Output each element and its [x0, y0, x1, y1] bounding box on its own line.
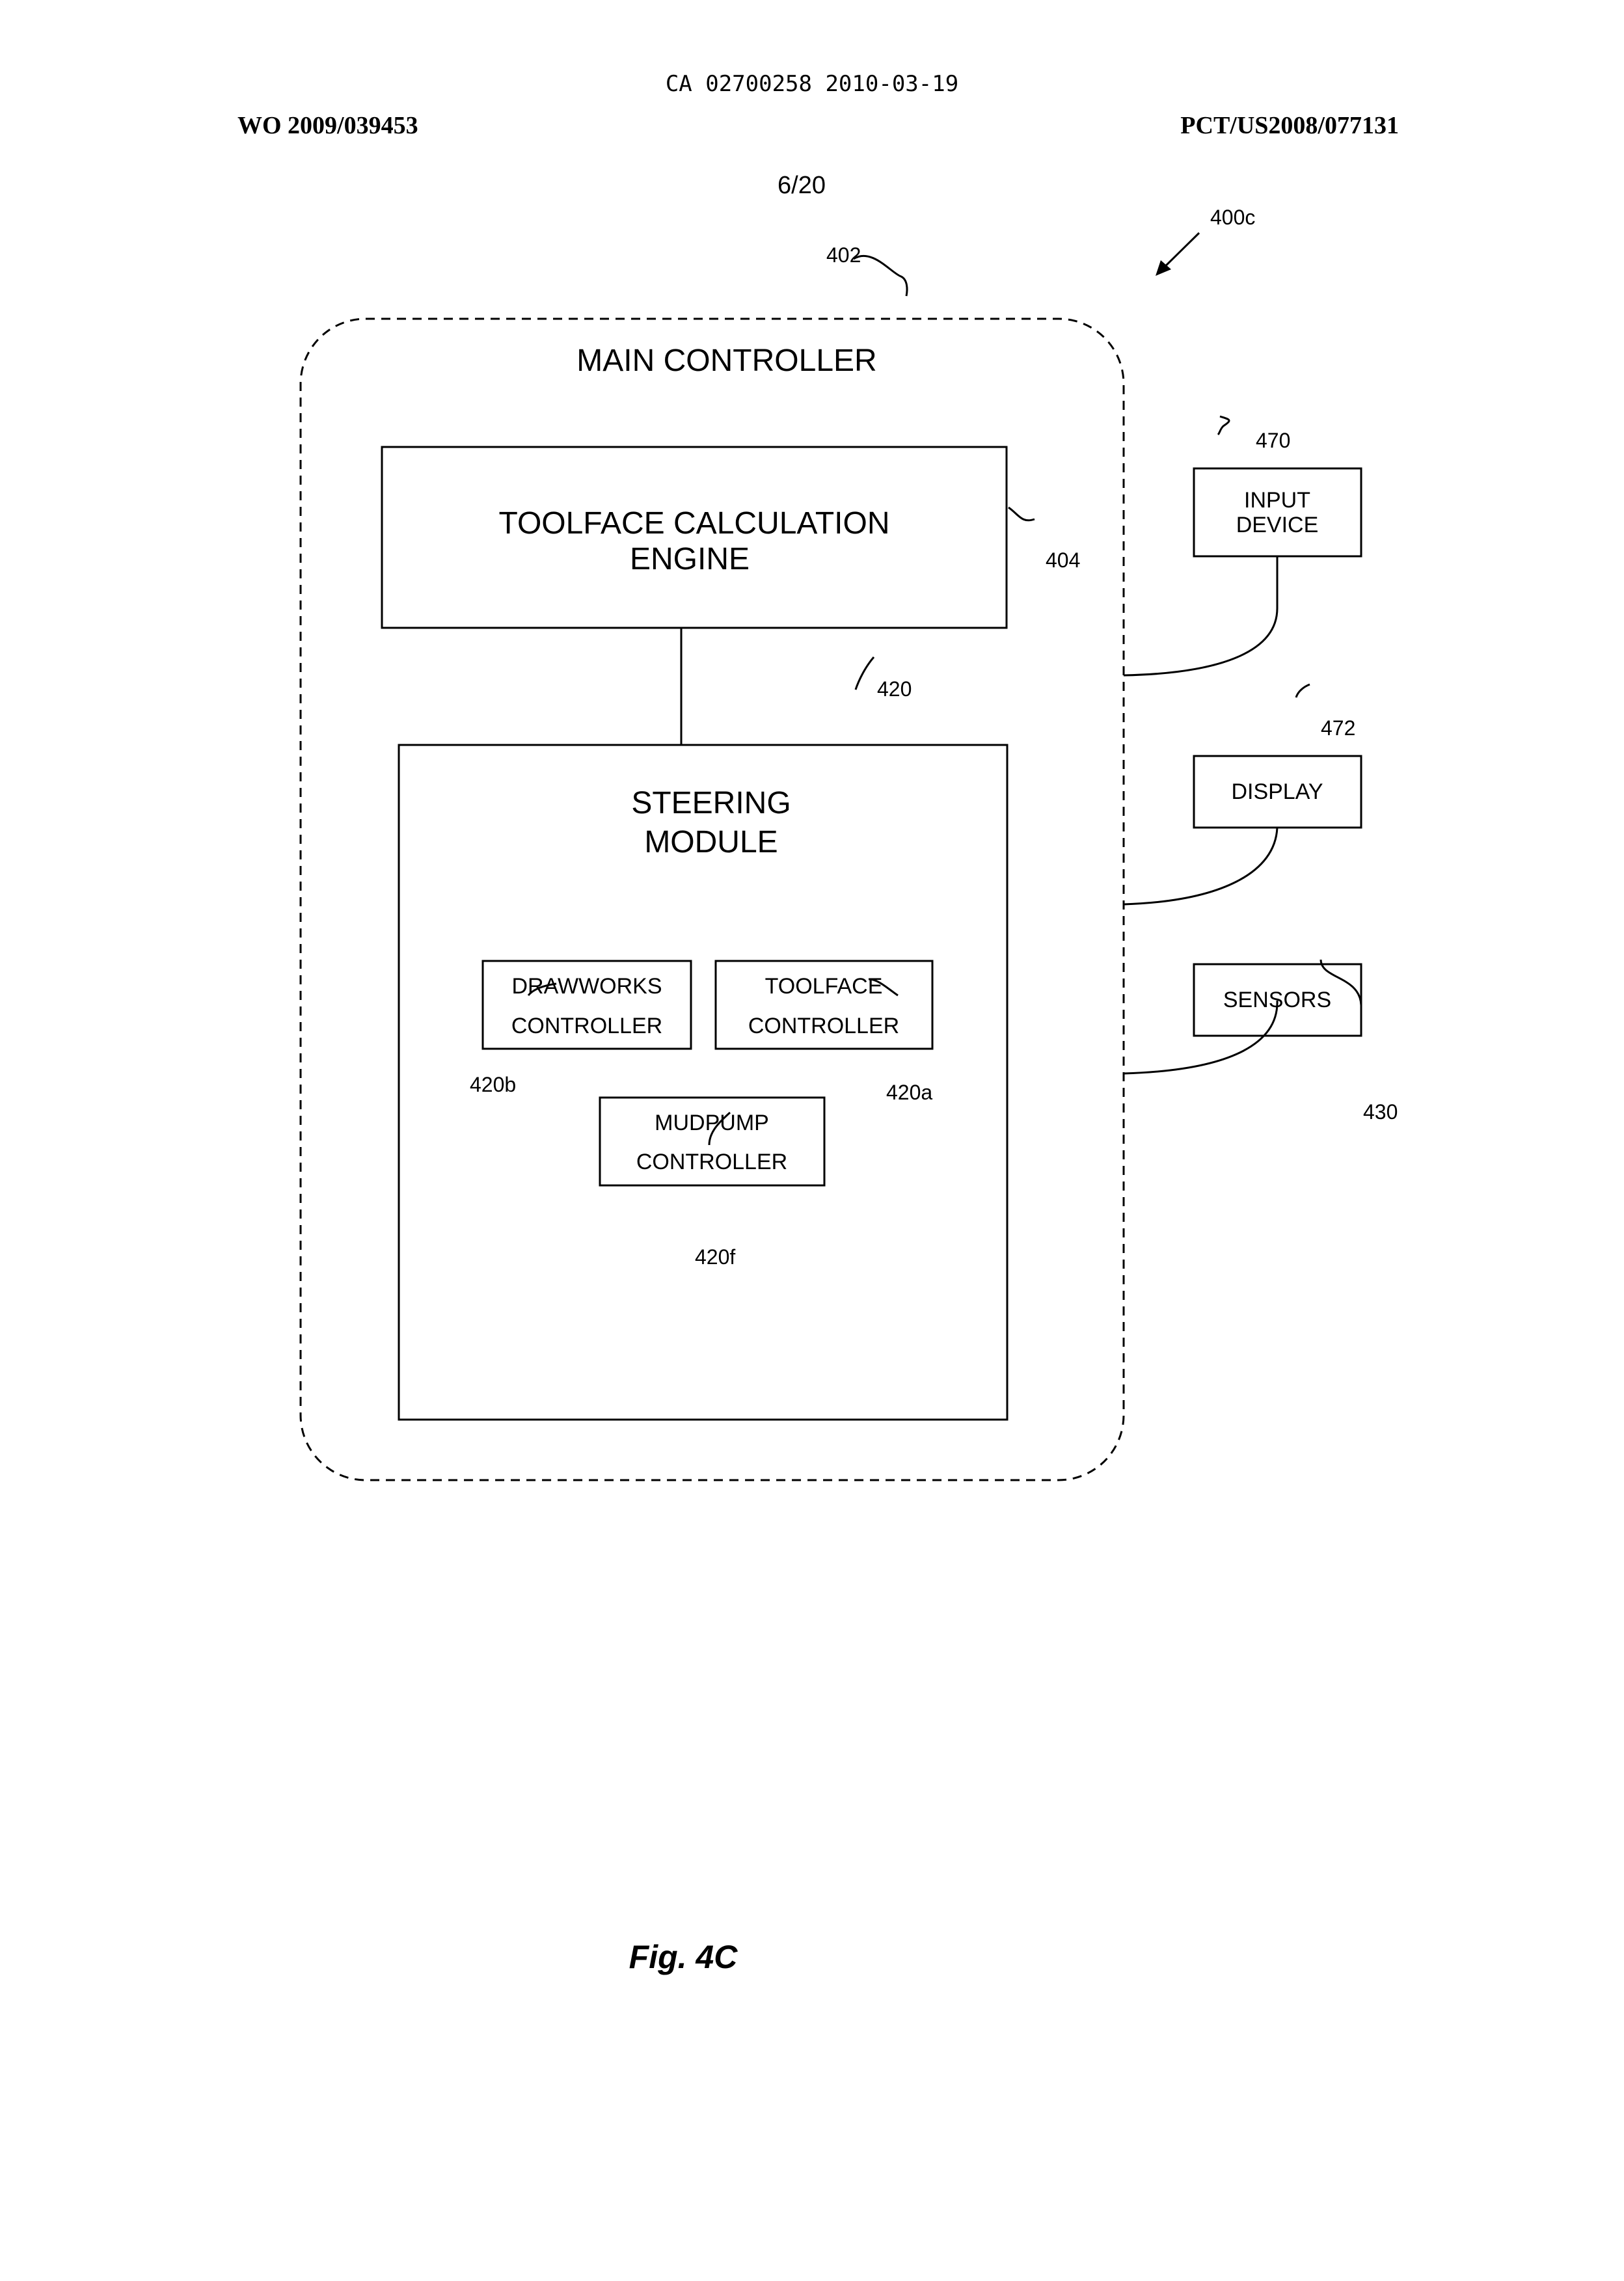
ref-toolface-controller-label: 420a	[886, 1081, 932, 1104]
main-controller-label: MAIN CONTROLLER	[576, 344, 876, 378]
ref-main-leader	[854, 256, 907, 296]
ref-input-label: 470	[1256, 429, 1290, 452]
ref-engine-label: 404	[1046, 548, 1080, 572]
drawworks-line1: DRAWWORKS	[511, 974, 662, 999]
ref-display-label: 472	[1321, 716, 1355, 740]
input-device-connector	[1124, 556, 1277, 675]
wo-number: WO 2009/039453	[237, 112, 418, 139]
toolface-engine-line2: ENGINE	[630, 542, 750, 576]
input-device-line2: DEVICE	[1236, 513, 1319, 537]
figure-caption: Fig. 4C	[629, 1939, 738, 1975]
drawworks-line2: CONTROLLER	[511, 1014, 662, 1038]
ref-mudpump-label: 420f	[695, 1245, 735, 1269]
ref-sensors-label: 430	[1363, 1100, 1398, 1124]
toolface-controller-line2: CONTROLLER	[748, 1014, 899, 1038]
sheet-number: 6/20	[778, 172, 826, 199]
toolface-controller-line1: TOOLFACE	[765, 974, 883, 999]
steering-module-line1: STEERING	[631, 786, 791, 820]
ref-figure-arrow-line	[1161, 233, 1199, 270]
main-controller-box	[301, 319, 1124, 1480]
input-device-line1: INPUT	[1244, 488, 1310, 513]
ca-number: CA 02700258 2010-03-19	[666, 71, 958, 97]
steering-module-line2: MODULE	[644, 825, 778, 859]
ref-link-leader	[856, 657, 874, 690]
display-label: DISPLAY	[1231, 779, 1323, 804]
ref-main-label: 402	[826, 243, 861, 267]
ref-drawworks-label: 420b	[470, 1073, 516, 1096]
display-connector	[1124, 828, 1277, 904]
toolface-engine-line1: TOOLFACE CALCULATION	[498, 506, 889, 541]
ref-link-label: 420	[877, 677, 912, 701]
ref-input-leader	[1218, 416, 1229, 435]
pct-number: PCT/US2008/077131	[1180, 112, 1399, 139]
ref-display-leader	[1296, 684, 1310, 697]
ref-figure-label: 400c	[1210, 206, 1255, 229]
ref-engine-leader	[1008, 507, 1035, 520]
mudpump-line2: CONTROLLER	[636, 1150, 787, 1174]
